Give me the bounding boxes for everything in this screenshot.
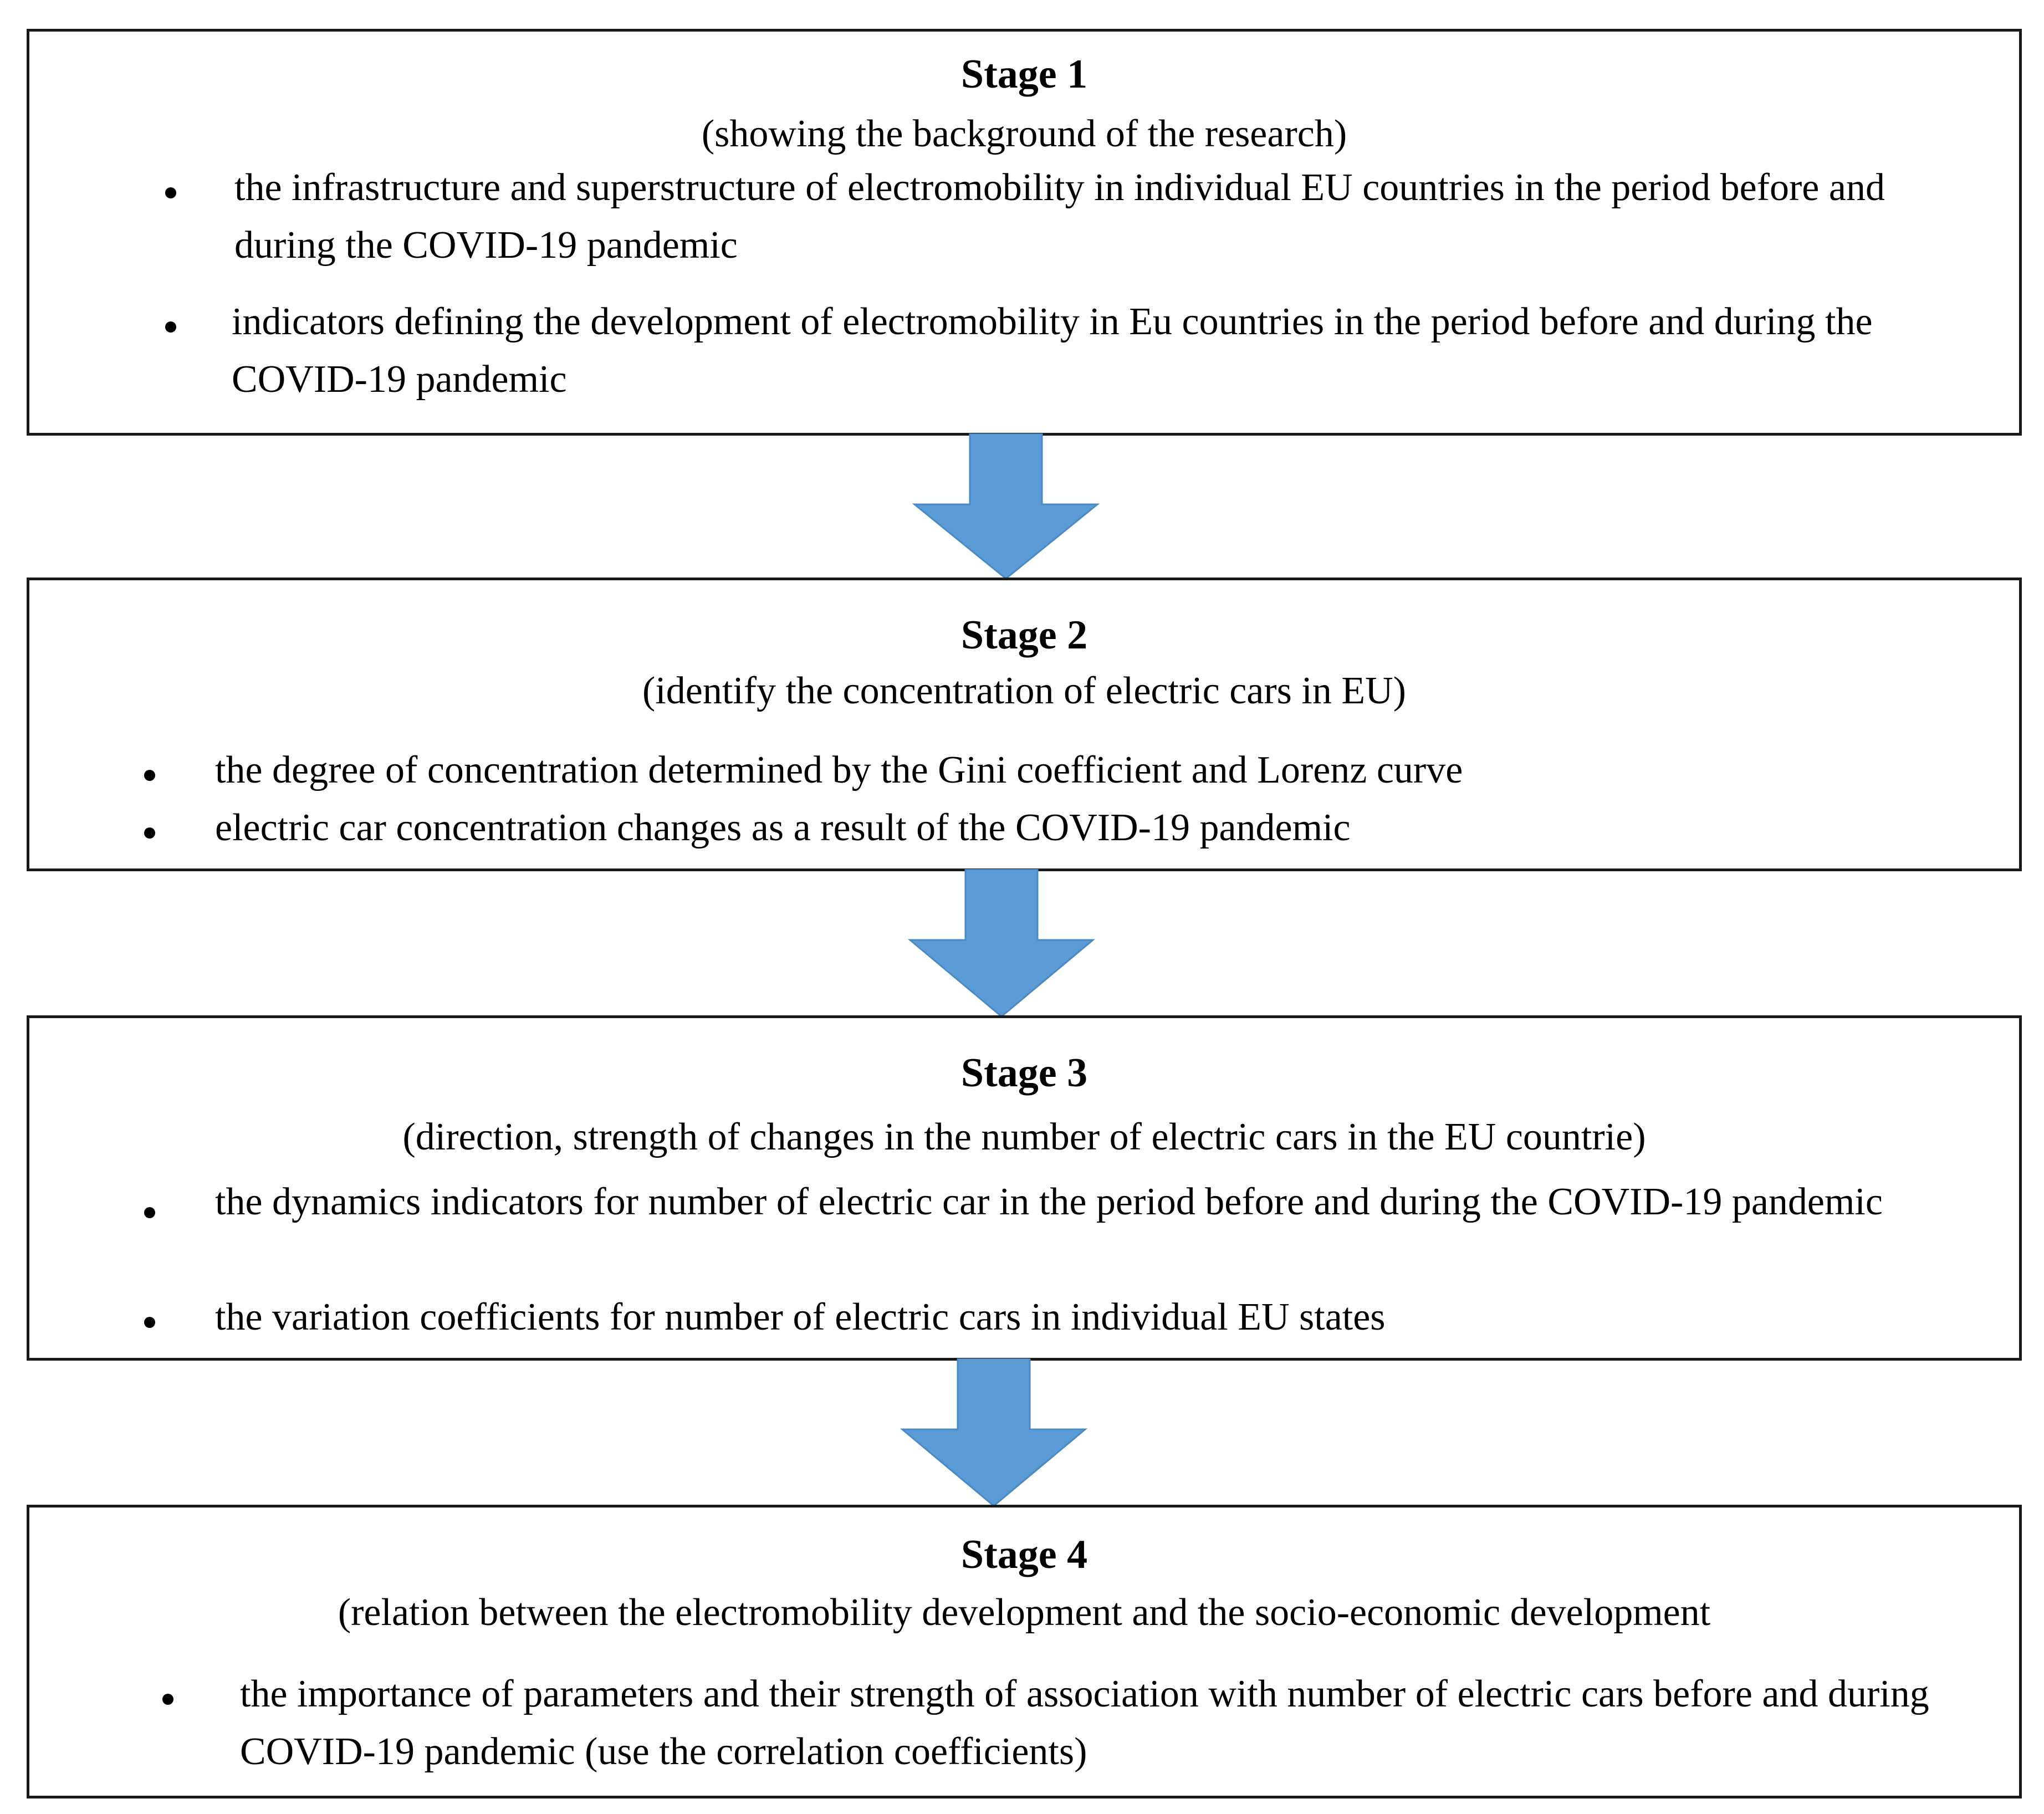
bullet-icon bbox=[144, 1317, 155, 1328]
stage-2-box: Stage 2 (identify the concentration of e… bbox=[27, 578, 2022, 871]
stage-3-box: Stage 3 (direction, strength of changes … bbox=[27, 1015, 2022, 1361]
bullet-icon bbox=[144, 827, 155, 839]
stage-4-box: Stage 4 (relation between the electromob… bbox=[27, 1505, 2022, 1798]
arrow-down-icon bbox=[912, 433, 1100, 580]
stage-3-title: Stage 3 bbox=[960, 1050, 1088, 1096]
stage-2-subtitle: (identify the concentration of electric … bbox=[642, 670, 1406, 712]
stage-4-subtitle: (relation between the electromobility de… bbox=[338, 1591, 1711, 1634]
arrow-shape bbox=[907, 869, 1096, 1018]
bullet-icon bbox=[165, 321, 176, 333]
arrow-down-icon bbox=[907, 869, 1096, 1018]
stage-1-bullet-2: indicators defining the development of e… bbox=[232, 300, 1873, 401]
bullet-icon bbox=[144, 1207, 155, 1218]
stage-2-bullet-1: the degree of concentration determined b… bbox=[215, 749, 1463, 791]
stage-1-box: Stage 1 (showing the background of the r… bbox=[27, 29, 2022, 436]
stage-1-title: Stage 1 bbox=[960, 52, 1088, 97]
arrow-shape bbox=[912, 433, 1100, 580]
bullet-icon bbox=[162, 1694, 173, 1705]
stage-3-subtitle: (direction, strength of changes in the n… bbox=[402, 1116, 1646, 1158]
stage-1-subtitle: (showing the background of the research) bbox=[701, 113, 1347, 155]
stage-2-bullet-2: electric car concentration changes as a … bbox=[215, 806, 1351, 849]
stage-3-bullet-2: the variation coefficients for number of… bbox=[215, 1296, 1386, 1338]
stage-4-bullet-1: the importance of parameters and their s… bbox=[240, 1673, 1929, 1773]
bullet-icon bbox=[165, 187, 176, 198]
bullet-icon bbox=[144, 770, 155, 781]
stage-2-title: Stage 2 bbox=[960, 612, 1088, 658]
arrow-down-icon bbox=[900, 1358, 1088, 1507]
stage-4-title: Stage 4 bbox=[960, 1532, 1088, 1577]
stage-3-bullet-1: the dynamics indicators for number of el… bbox=[215, 1181, 1883, 1223]
stage-1-bullet-1: the infrastructure and superstructure of… bbox=[234, 166, 1885, 267]
arrow-shape bbox=[900, 1358, 1088, 1507]
